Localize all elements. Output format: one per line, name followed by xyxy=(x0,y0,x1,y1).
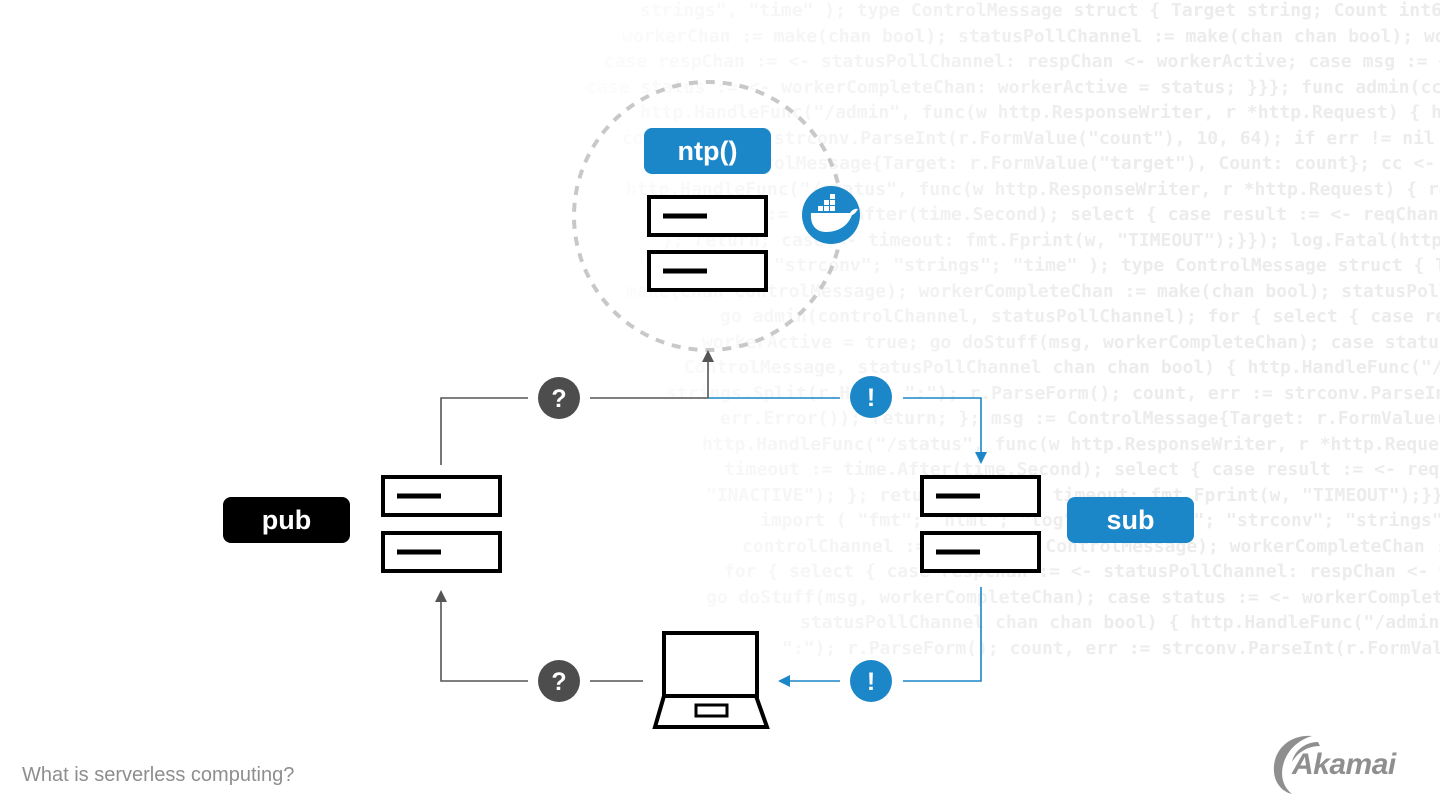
sub-label: sub xyxy=(1067,497,1194,543)
sub-to-laptop-line xyxy=(903,587,982,682)
question-badge-top-text: ? xyxy=(551,385,566,413)
ntp-to-sub-line-2 xyxy=(903,397,987,464)
akamai-logo-text: Akamai xyxy=(1292,748,1396,781)
sub-server-icon xyxy=(920,475,1041,573)
ntp-server-icon xyxy=(647,195,768,292)
exclamation-badge-bottom: ! xyxy=(850,660,892,702)
question-badge-bottom-text: ? xyxy=(551,668,566,696)
docker-whale-icon xyxy=(802,186,860,244)
laptop-to-pub-line-2 xyxy=(435,590,528,682)
laptop-icon xyxy=(652,631,770,729)
pub-to-ntp-line-2 xyxy=(590,350,714,399)
question-badge-top: ? xyxy=(538,377,580,419)
ntp-label: ntp() xyxy=(644,128,771,174)
akamai-wave-icon xyxy=(1273,735,1320,794)
pub-server-icon xyxy=(381,475,502,573)
exclamation-badge-bottom-text: ! xyxy=(867,668,875,696)
exclamation-badge-top-text: ! xyxy=(867,384,875,412)
question-badge-bottom: ? xyxy=(538,660,580,702)
pub-label: pub xyxy=(223,497,350,543)
slide-caption: What is serverless computing? xyxy=(22,764,295,786)
akamai-logo: Akamai xyxy=(1268,728,1420,798)
pub-to-ntp-line xyxy=(440,397,528,465)
connectors xyxy=(435,350,987,687)
exclamation-badge-top: ! xyxy=(850,376,892,418)
